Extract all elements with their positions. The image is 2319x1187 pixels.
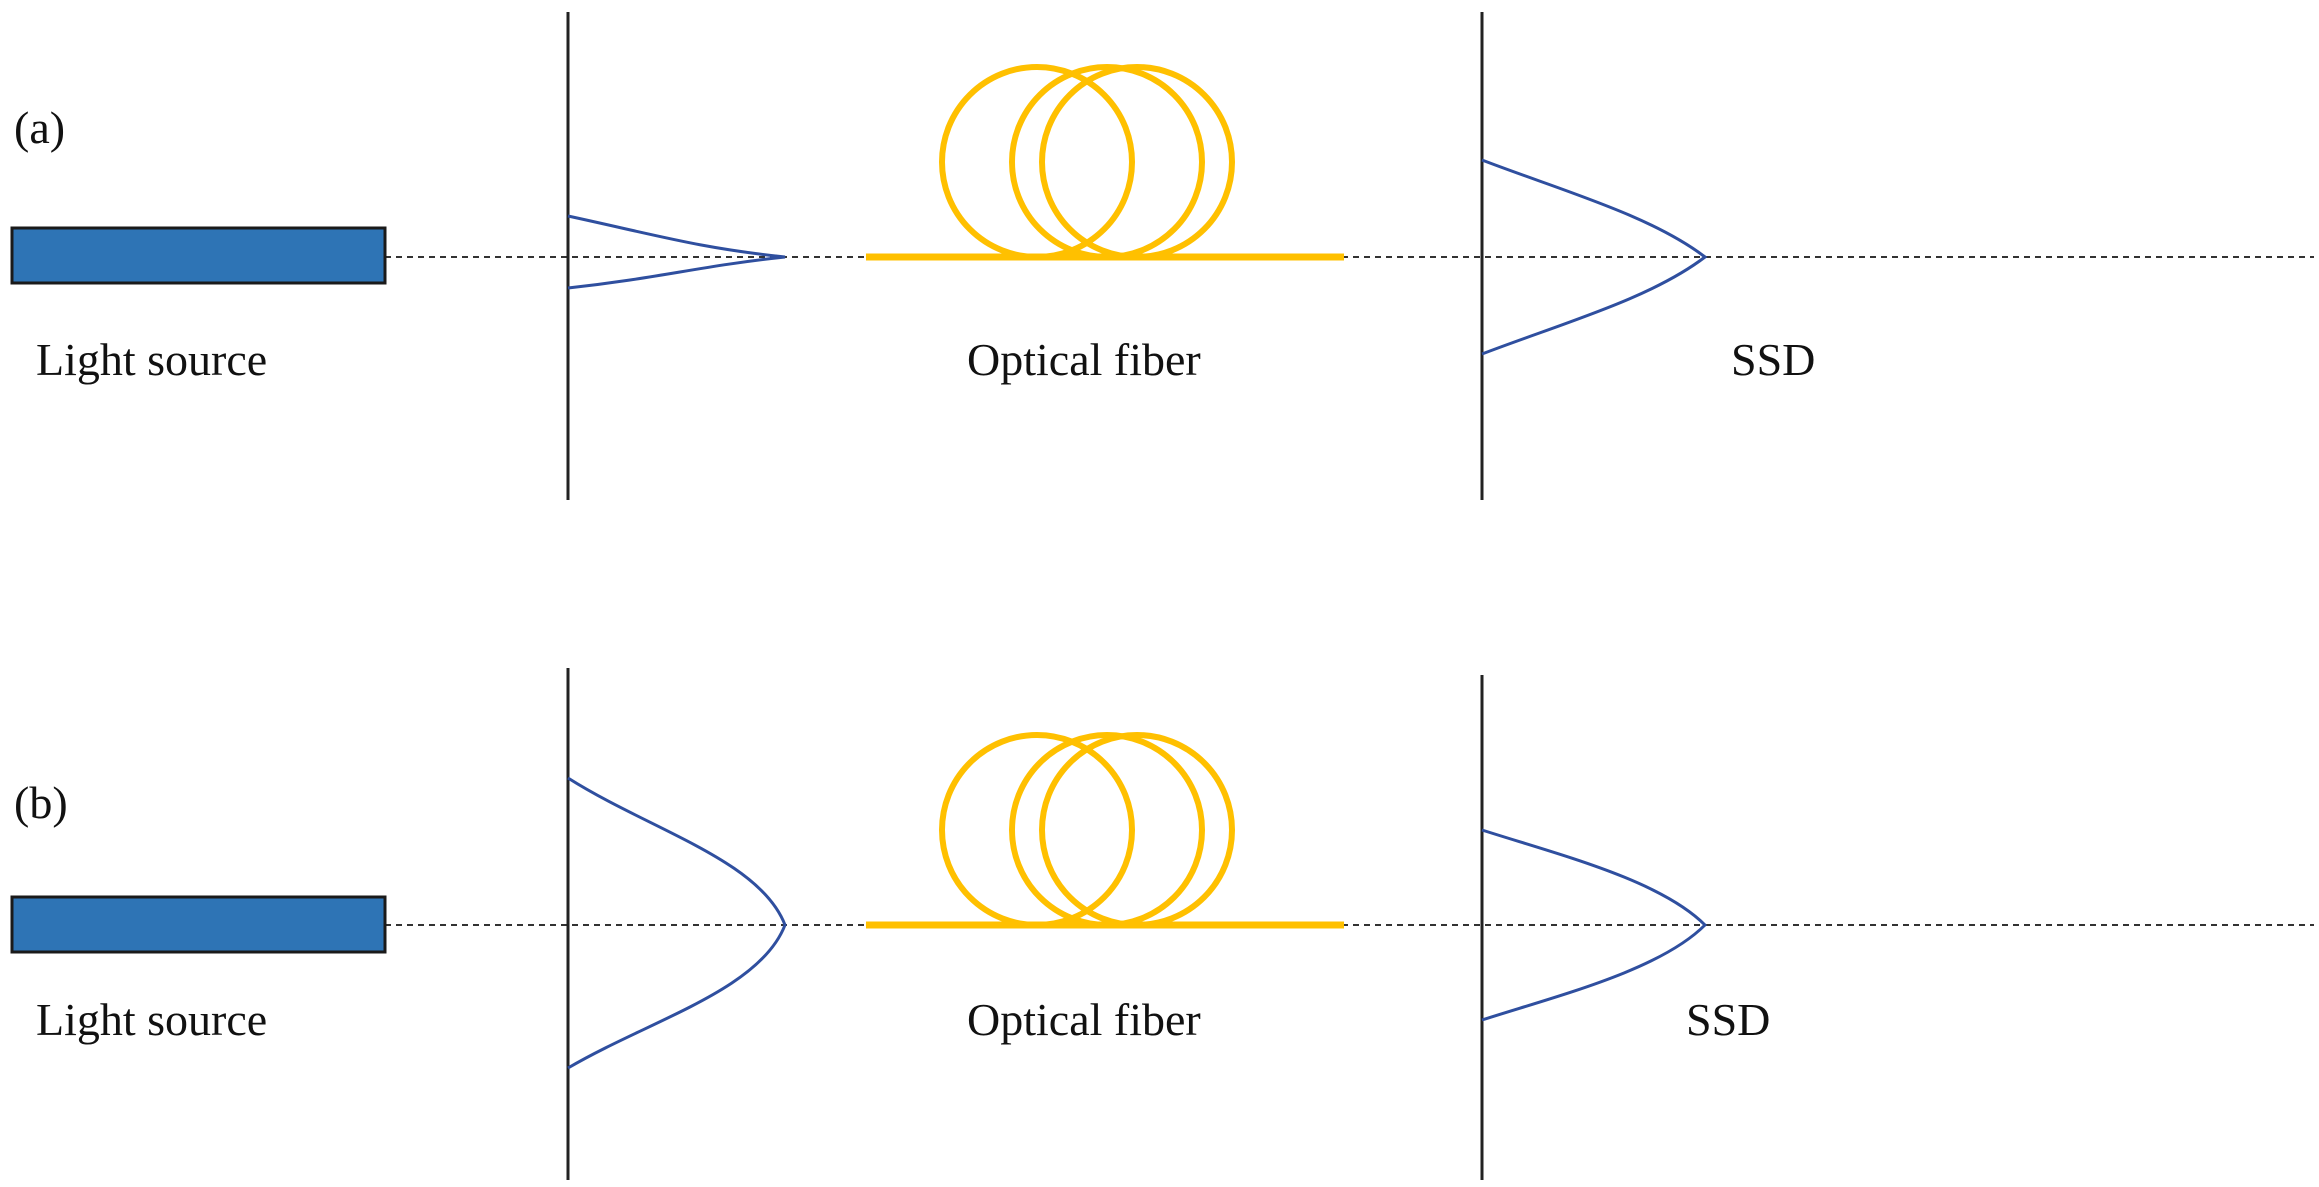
panel-b-fiber-coil <box>939 732 1235 928</box>
panel-b: (b) Light source Optical fiber SSD <box>10 668 2314 1180</box>
panel-a-light-source <box>10 226 387 285</box>
panel-a: (a) Light source Optical fiber SSD <box>10 12 2314 500</box>
panel-a-detector-label: SSD <box>1731 334 1815 385</box>
panel-a-fiber-coil <box>939 64 1235 260</box>
panel-a-fiber-label: Optical fiber <box>967 334 1201 385</box>
panel-b-label: (b) <box>14 777 68 828</box>
panel-a-label: (a) <box>14 102 65 153</box>
panel-b-light-source <box>10 895 387 954</box>
panel-b-light-source-label: Light source <box>36 994 267 1045</box>
panel-b-output-pulse <box>1481 828 1708 1022</box>
panel-b-fiber-label: Optical fiber <box>967 994 1201 1045</box>
panel-a-output-pulse <box>1481 158 1708 356</box>
panel-a-light-source-label: Light source <box>36 334 267 385</box>
panel-a-input-pulse <box>567 214 786 290</box>
panel-b-detector-label: SSD <box>1686 994 1770 1045</box>
panel-b-input-pulse <box>567 776 787 1070</box>
